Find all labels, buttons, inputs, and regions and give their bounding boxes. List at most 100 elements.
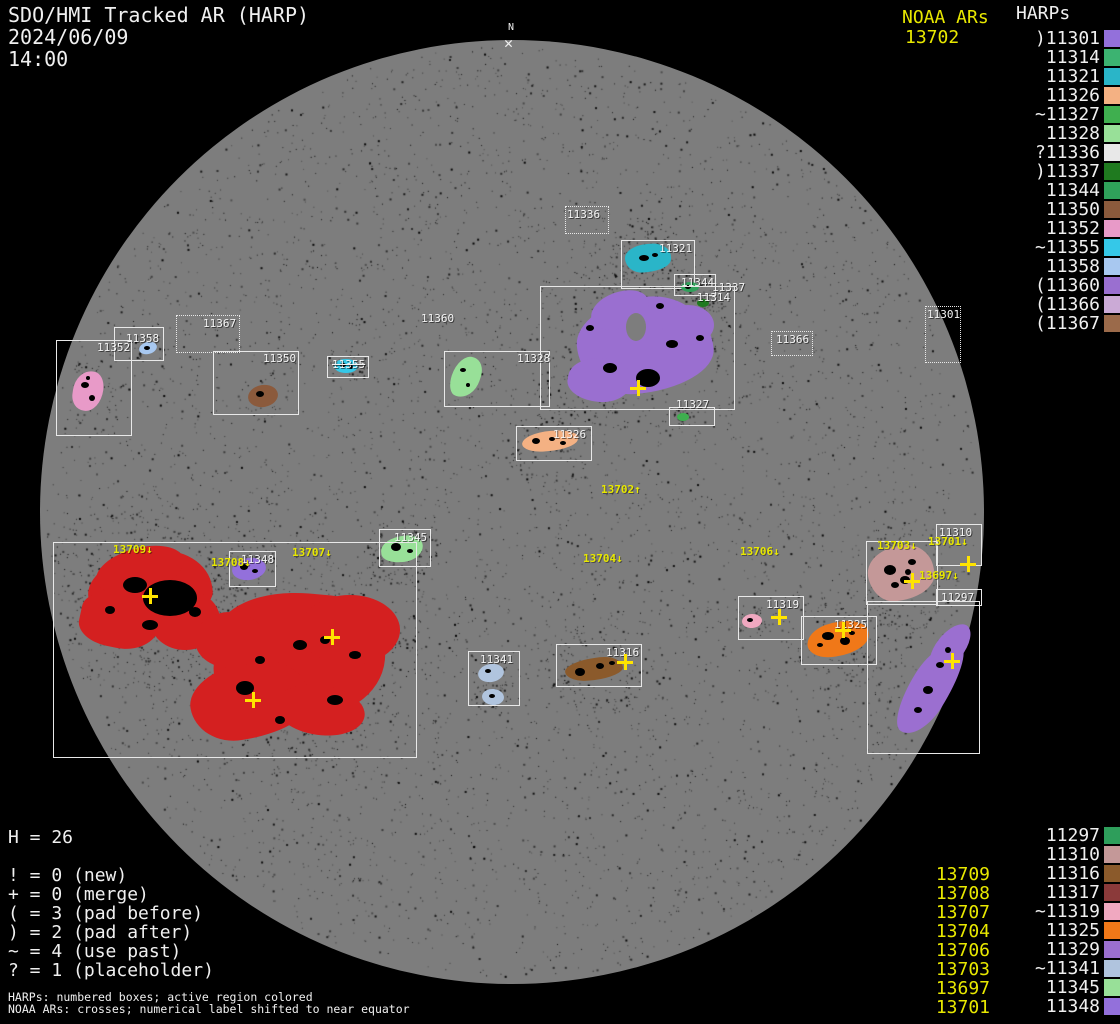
noaa-ar-number: 13697: [935, 978, 990, 999]
stat-placeholder: ? = 1 (placeholder): [8, 960, 214, 981]
harp-bottom-number: 11348: [1045, 996, 1100, 1017]
noaa-ar-number: 13706: [935, 940, 990, 961]
harp-color-swatch: [1104, 903, 1120, 920]
north-marker-icon: ✕: [504, 34, 514, 52]
harps-header: HARPs: [1016, 3, 1071, 24]
stat-use-past: ~ = 4 (use past): [8, 941, 182, 962]
harp-legend-number: 11352: [1045, 218, 1100, 239]
stat-pad-after: ) = 2 (pad after): [8, 922, 193, 943]
harp-legend-row: 11350: [1008, 199, 1120, 220]
harp-legend-row: 11326: [1008, 85, 1120, 106]
harp-legend-row: ~11327: [1008, 104, 1120, 125]
stat-new: ! = 0 (new): [8, 865, 128, 886]
harp-legend-number: )11301: [1034, 28, 1100, 49]
harp-legend-row: 11314: [1008, 47, 1120, 68]
harp-color-swatch: [1104, 922, 1120, 939]
harp-color-swatch: [1104, 846, 1120, 863]
harp-legend-row: 11358: [1008, 256, 1120, 277]
harp-bottom-number: 11325: [1045, 920, 1100, 941]
harp-legend-row: ?11336: [1008, 142, 1120, 163]
harp-bottom-number: 11345: [1045, 977, 1100, 998]
north-label: N: [508, 22, 515, 33]
harp-legend-number: (11367: [1034, 313, 1100, 334]
harp-bottom-row: 11316: [1008, 863, 1120, 884]
harp-bottom-row: 11348: [1008, 996, 1120, 1017]
harp-bottom-row: 11317: [1008, 882, 1120, 903]
harp-legend-row: (11367: [1008, 313, 1120, 334]
harp-bottom-number: ~11319: [1034, 901, 1100, 922]
harp-bottom-number: 11316: [1045, 863, 1100, 884]
harp-legend-row: ~11355: [1008, 237, 1120, 258]
harp-color-swatch: [1104, 125, 1120, 142]
harp-color-swatch: [1104, 315, 1120, 332]
harp-color-swatch: [1104, 201, 1120, 218]
noaa-ar-number: 13701: [935, 997, 990, 1018]
noaa-ar-number: 13704: [935, 921, 990, 942]
harp-color-swatch: [1104, 163, 1120, 180]
harp-legend-row: )11301: [1008, 28, 1120, 49]
harp-color-swatch: [1104, 182, 1120, 199]
noaa-ar-number: 13707: [935, 902, 990, 923]
harp-legend-number: ~11355: [1034, 237, 1100, 258]
harp-bottom-number: 11297: [1045, 825, 1100, 846]
harp-legend-row: 11321: [1008, 66, 1120, 87]
harp-legend-number: 11314: [1045, 47, 1100, 68]
harp-legend-row: 11328: [1008, 123, 1120, 144]
harp-legend-number: (11366: [1034, 294, 1100, 315]
harp-bottom-row: ~11319: [1008, 901, 1120, 922]
harp-legend-number: ~11327: [1034, 104, 1100, 125]
harp-legend-number: 11326: [1045, 85, 1100, 106]
harp-bottom-row: ~11341: [1008, 958, 1120, 979]
harp-bottom-number: 11329: [1045, 939, 1100, 960]
app-title: SDO/HMI Tracked AR (HARP): [8, 3, 310, 27]
harp-color-swatch: [1104, 998, 1120, 1015]
noaa-ars-header: NOAA ARs: [902, 7, 989, 28]
harp-bottom-number: ~11341: [1034, 958, 1100, 979]
harp-color-swatch: [1104, 827, 1120, 844]
harp-color-swatch: [1104, 960, 1120, 977]
harp-bottom-row: 11345: [1008, 977, 1120, 998]
harp-bottom-row: 11310: [1008, 844, 1120, 865]
harp-color-swatch: [1104, 277, 1120, 294]
harp-color-swatch: [1104, 49, 1120, 66]
harp-legend-number: (11360: [1034, 275, 1100, 296]
harp-legend-row: )11337: [1008, 161, 1120, 182]
noaa-ar-number: 13709: [935, 864, 990, 885]
noaa-ar-number: 13703: [935, 959, 990, 980]
noaa-ar-13702: 13702: [905, 27, 960, 48]
harp-bottom-number: 11310: [1045, 844, 1100, 865]
harp-color-swatch: [1104, 68, 1120, 85]
harp-legend-row: 11352: [1008, 218, 1120, 239]
harp-legend-row: 11344: [1008, 180, 1120, 201]
harp-bottom-row: 11297: [1008, 825, 1120, 846]
stat-spacer: [8, 847, 214, 866]
harp-legend-number: 11321: [1045, 66, 1100, 87]
harp-color-swatch: [1104, 87, 1120, 104]
harp-color-swatch: [1104, 884, 1120, 901]
harp-color-swatch: [1104, 30, 1120, 47]
harp-bottom-row: 11325: [1008, 920, 1120, 941]
harp-color-swatch: [1104, 239, 1120, 256]
harp-color-swatch: [1104, 258, 1120, 275]
harp-legend-row: (11366: [1008, 294, 1120, 315]
harp-legend-number: 11358: [1045, 256, 1100, 277]
harp-bottom-row: 11329: [1008, 939, 1120, 960]
harp-color-swatch: [1104, 979, 1120, 996]
harp-color-swatch: [1104, 865, 1120, 882]
stats-block: H = 26 ! = 0 (new) + = 0 (merge) ( = 3 (…: [8, 828, 214, 980]
harp-color-swatch: [1104, 106, 1120, 123]
harp-color-swatch: [1104, 296, 1120, 313]
harp-color-swatch: [1104, 144, 1120, 161]
harp-legend-number: )11337: [1034, 161, 1100, 182]
observation-time: 14:00: [8, 47, 69, 71]
harp-count: H = 26: [8, 827, 74, 848]
observation-date: 2024/06/09: [8, 25, 129, 49]
harp-bottom-number: 11317: [1045, 882, 1100, 903]
stat-pad-before: ( = 3 (pad before): [8, 903, 204, 924]
footer-line-noaa: NOAA ARs: crosses; numerical label shift…: [8, 1002, 410, 1016]
harp-legend-row: (11360: [1008, 275, 1120, 296]
